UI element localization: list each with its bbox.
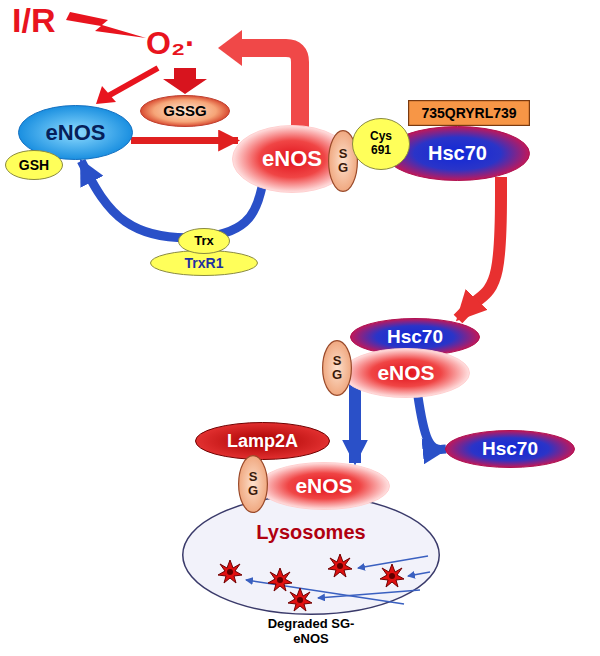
node-text: SG <box>247 470 260 499</box>
gsh-ellipse: GSH <box>5 150 63 180</box>
superoxide-arrow <box>108 68 158 96</box>
lysosome: Lysosomes <box>182 495 440 615</box>
superoxide-label: O₂· <box>146 26 216 61</box>
superoxide-return-arrow <box>240 48 300 130</box>
oxidation-arrow <box>163 68 207 94</box>
node-text: Cys 691 <box>364 130 398 158</box>
node-text: Hsc70 <box>482 438 538 460</box>
node-text: SG <box>331 354 344 383</box>
reaction-arrow <box>349 383 361 463</box>
reaction-arrow <box>81 161 262 238</box>
superoxide-return-head <box>218 30 242 66</box>
outcome-label: Degraded SG-eNOS <box>256 617 366 647</box>
node-text: GSSG <box>163 102 206 119</box>
motif-box: 735QRYRL739 <box>408 100 530 126</box>
node-text: TrxR1 <box>185 255 224 271</box>
reaction-arrow <box>458 177 501 319</box>
lightning-bolt <box>66 12 146 38</box>
lysosome-outline <box>182 495 440 615</box>
node-text: eNOS <box>295 474 352 498</box>
cys-ellipse: Cys 691 <box>352 118 410 170</box>
node-text: Lamp2A <box>227 431 298 452</box>
node-text: eNOS <box>262 146 322 171</box>
node-text: SG <box>337 147 350 176</box>
reaction-arrow <box>131 137 238 144</box>
node-text: eNOS <box>46 120 106 145</box>
node-text: Hsc70 <box>428 142 487 165</box>
node-text: GSH <box>19 157 49 173</box>
enos-glutathionylated: eNOS <box>342 348 470 398</box>
lamp2a-ellipse: Lamp2A <box>195 422 330 460</box>
superoxide-arrowhead <box>96 86 116 104</box>
hsc70-ellipse: Hsc70 <box>445 430 575 468</box>
sg-ellipse: SG <box>322 340 352 396</box>
node-text: 735QRYRL739 <box>421 105 516 121</box>
gssg-ellipse: GSSG <box>140 95 230 127</box>
trx-ellipse: Trx <box>178 228 230 254</box>
enos-glutathionylated: eNOS <box>258 462 390 510</box>
sg-ellipse: SG <box>238 455 268 513</box>
node-text: eNOS <box>377 361 434 385</box>
node-text: Lysosomes <box>256 521 365 544</box>
node-text: Trx <box>194 234 214 249</box>
stimulus-label: I/R <box>12 2 82 39</box>
node-text: Hsc70 <box>387 326 443 348</box>
